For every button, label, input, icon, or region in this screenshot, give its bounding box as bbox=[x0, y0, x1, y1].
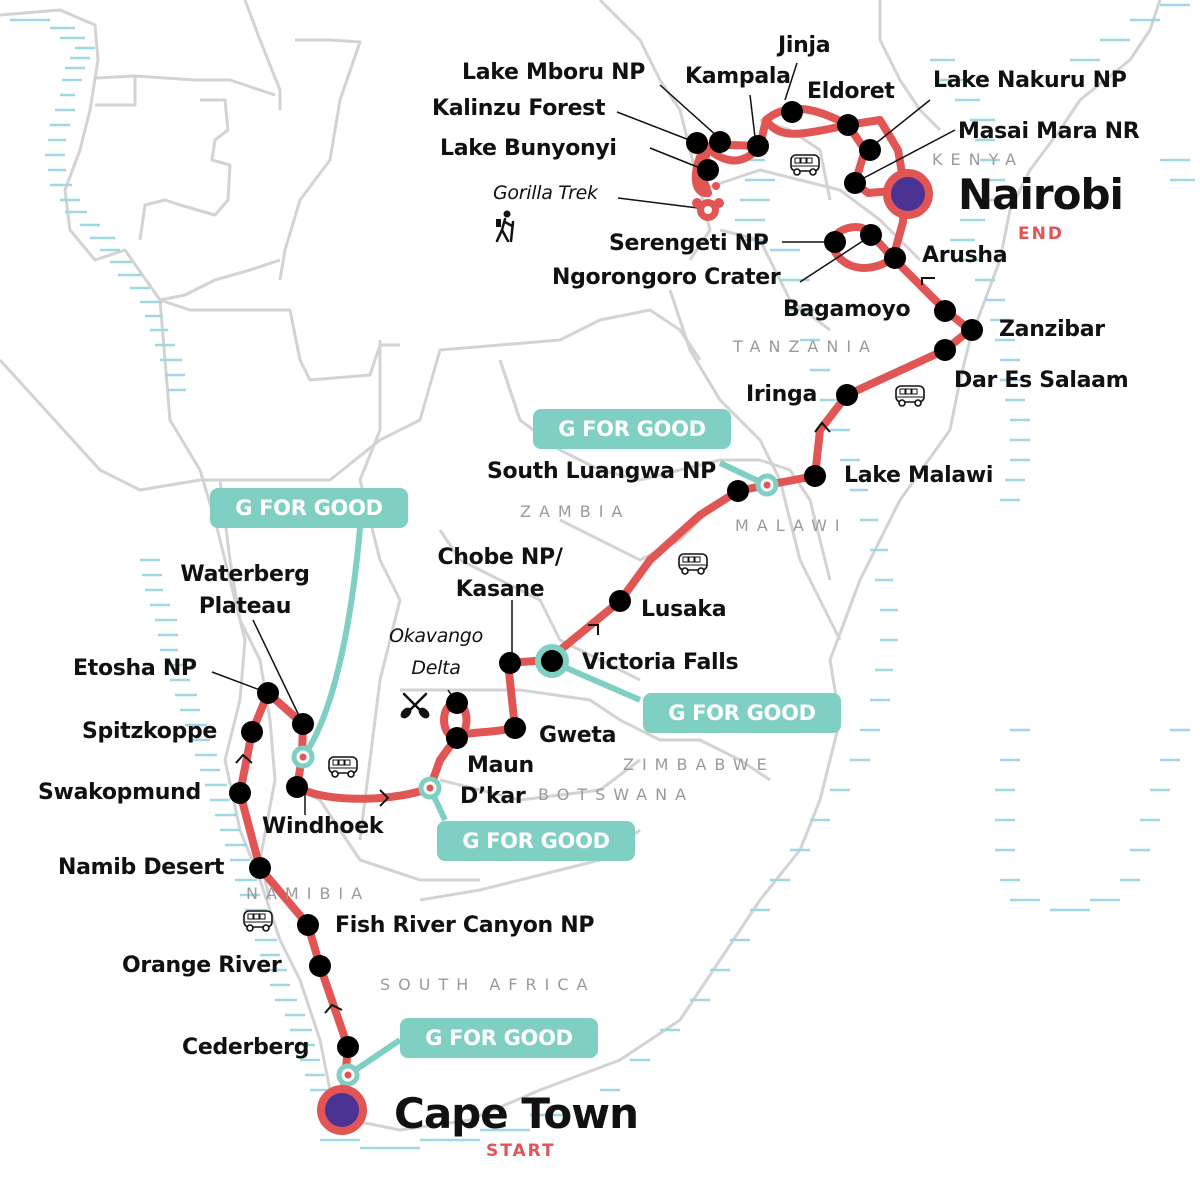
stop-label: Orange River bbox=[122, 953, 282, 978]
country-label-malawi: MALAWI bbox=[735, 516, 848, 535]
country-label-south-africa: SOUTH AFRICA bbox=[380, 975, 596, 994]
activity-label: Gorilla Trek bbox=[493, 182, 598, 204]
stop-label: Masai Mara NR bbox=[958, 119, 1140, 144]
stop-label: Jinja bbox=[778, 33, 831, 58]
stop-label: Lake Mboru NP bbox=[462, 60, 646, 85]
stop-label: Kampala bbox=[685, 64, 791, 89]
stop-label: D’kar bbox=[460, 784, 526, 809]
country-label-zambia: ZAMBIA bbox=[520, 502, 631, 521]
stop-label: South Luangwa NP bbox=[487, 459, 716, 484]
stop-label: Kalinzu Forest bbox=[432, 96, 606, 121]
stop-label: Spitzkoppe bbox=[82, 719, 218, 744]
stop-label: Iringa bbox=[746, 382, 818, 407]
country-label-kenya: KENYA bbox=[932, 150, 1025, 169]
stop-label: Chobe NP/ Kasane bbox=[430, 542, 570, 606]
country-label-zimbabwe: ZIMBABWE bbox=[623, 755, 775, 774]
country-label-botswana: BOTSWANA bbox=[538, 785, 695, 804]
stop-label: Ngorongoro Crater bbox=[552, 265, 781, 290]
endpoint-cape-town bbox=[317, 1085, 367, 1135]
stop-label: Bagamoyo bbox=[783, 297, 911, 322]
activity-label-line1: Okavango bbox=[389, 625, 483, 647]
start-city-label: Cape Town bbox=[394, 1089, 639, 1138]
g-for-good-badge: G FOR GOOD bbox=[437, 821, 635, 861]
stop-label: Eldoret bbox=[807, 79, 895, 104]
stop-label: Lake Nakuru NP bbox=[933, 68, 1127, 93]
g-for-good-badge: G FOR GOOD bbox=[533, 409, 731, 449]
chevron-arrow-icon bbox=[235, 277, 935, 1014]
stop-label: Windhoek bbox=[262, 814, 384, 839]
start-tag: START bbox=[486, 1141, 556, 1161]
stop-label: Lusaka bbox=[641, 597, 727, 622]
stop-label: Dar Es Salaam bbox=[954, 368, 1129, 393]
stop-label: Waterberg Plateau bbox=[170, 559, 320, 623]
stop-label-line1: Waterberg bbox=[180, 562, 310, 587]
stop-label: Gweta bbox=[539, 723, 617, 748]
end-tag: END bbox=[1018, 224, 1064, 244]
stop-label-line2: Kasane bbox=[455, 577, 545, 602]
g-for-good-badge: G FOR GOOD bbox=[400, 1018, 598, 1058]
activity-label: Okavango Delta bbox=[376, 620, 496, 684]
paddles-icon bbox=[400, 692, 430, 719]
country-borders bbox=[0, 0, 1162, 1132]
stop-label: Maun bbox=[467, 753, 534, 778]
stop-label: Lake Malawi bbox=[844, 463, 994, 488]
stop-label: Namib Desert bbox=[58, 855, 225, 880]
activity-label-line2: Delta bbox=[411, 657, 461, 679]
stop-label: Etosha NP bbox=[73, 656, 197, 681]
g-for-good-badge: G FOR GOOD bbox=[210, 488, 408, 528]
water-hatching bbox=[10, 3, 1195, 1150]
stop-label: Zanzibar bbox=[999, 317, 1105, 342]
stop-label: Cederberg bbox=[182, 1035, 310, 1060]
hiker-icon bbox=[495, 210, 515, 243]
stop-label: Victoria Falls bbox=[582, 650, 739, 675]
stop-label-line2: Plateau bbox=[198, 594, 292, 619]
stop-label: Serengeti NP bbox=[609, 231, 769, 256]
stop-label: Swakopmund bbox=[38, 780, 201, 805]
gorilla-trek-marker bbox=[692, 182, 724, 221]
country-label-namibia: NAMIBIA bbox=[246, 884, 371, 903]
stop-label: Arusha bbox=[922, 243, 1008, 268]
g-for-good-badge: G FOR GOOD bbox=[643, 693, 841, 733]
stop-label: Lake Bunyonyi bbox=[440, 136, 617, 161]
endpoint-nairobi bbox=[883, 169, 933, 219]
end-city-label: Nairobi bbox=[958, 170, 1124, 219]
country-label-tanzania: TANZANIA bbox=[733, 337, 878, 356]
stop-label-line1: Chobe NP/ bbox=[437, 545, 563, 570]
stop-label: Fish River Canyon NP bbox=[335, 913, 595, 938]
